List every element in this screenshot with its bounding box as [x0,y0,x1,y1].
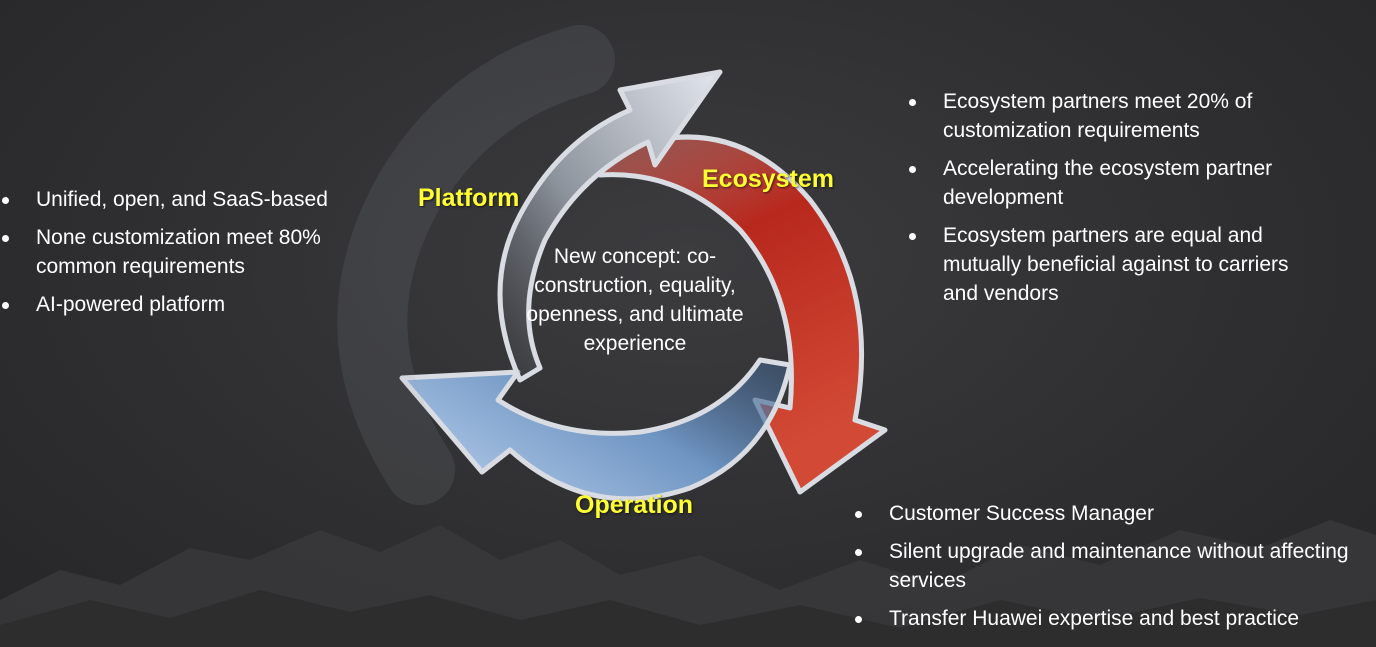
operation-arrow [399,357,793,502]
ecosystem-bullet: Accelerating the ecosystem partner devel… [909,154,1329,212]
operation-bullet: Transfer Huawei expertise and best pract… [855,604,1370,633]
platform-bullet: None customization meet 80% common requi… [2,223,337,281]
platform-arrow [497,69,723,383]
ecosystem-bullet: Ecosystem partners meet 20% of customiza… [909,87,1329,145]
operation-bullet-list: Customer Success Manager Silent upgrade … [855,499,1370,642]
platform-label: Platform [418,184,520,212]
platform-bullet: AI-powered platform [2,290,337,319]
operation-bullet: Customer Success Manager [855,499,1370,528]
center-concept-text: New concept: co-construction, equality, … [526,245,744,355]
operation-bullet: Silent upgrade and maintenance without a… [855,537,1370,595]
platform-bullet: Unified, open, and SaaS-based [2,185,337,214]
ecosystem-arrow [587,134,888,495]
operation-label: Operation [575,491,694,519]
platform-bullet-list: Unified, open, and SaaS-based None custo… [2,185,337,328]
ecosystem-bullet: Ecosystem partners are equal and mutuall… [909,221,1329,308]
ecosystem-bullet-list: Ecosystem partners meet 20% of customiza… [909,87,1329,317]
ecosystem-label: Ecosystem [702,165,835,193]
